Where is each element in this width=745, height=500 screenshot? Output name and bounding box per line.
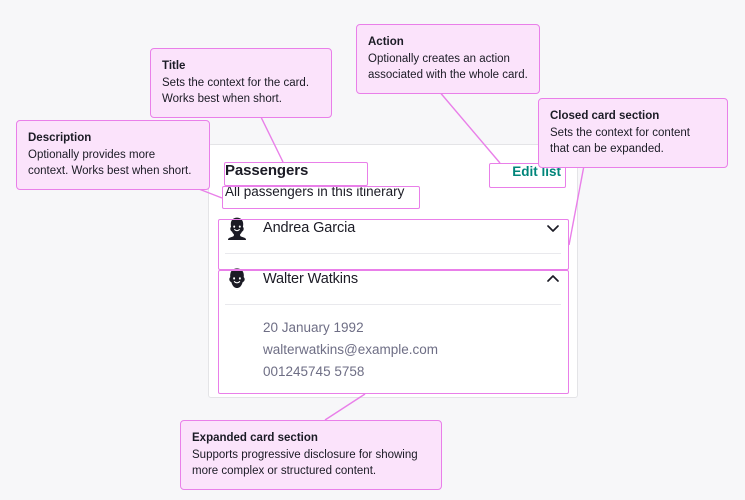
callout-closed-heading: Closed card section [550,110,660,122]
callout-description: Description Optionally provides more con… [16,120,210,190]
card-section-label: Andrea Garcia [263,220,356,236]
callout-action-body: Optionally creates an action associated … [368,53,528,81]
section-divider [225,253,561,254]
callout-expanded-body: Supports progressive disclosure for show… [192,449,418,477]
passengers-card: Passengers All passengers in this itiner… [208,144,578,398]
section-divider [225,304,561,305]
callout-expanded-card-section: Expanded card section Supports progressi… [180,420,442,490]
card-header: Passengers All passengers in this itiner… [209,145,577,203]
callout-action: Action Optionally creates an action asso… [356,24,540,94]
callout-action-heading: Action [368,36,404,48]
card-section-walter-watkins: Walter Watkins 20 January 1992 walterwat… [209,254,577,399]
card-description: All passengers in this itinerary [225,184,405,199]
chevron-down-icon [545,220,561,236]
detail-date-of-birth: 20 January 1992 [263,320,364,335]
avatar-man-icon [225,267,249,291]
callout-closed-card-section: Closed card section Sets the context for… [538,98,728,168]
card-section-header-andrea-garcia[interactable]: Andrea Garcia [209,203,577,253]
card-section-label: Walter Watkins [263,271,359,287]
detail-email: walterwatkins@example.com [263,342,439,357]
chevron-up-icon [545,271,561,287]
callout-title-heading: Title [162,60,186,72]
callout-title-body: Sets the context for the card. Works bes… [162,77,310,105]
card-section-header-walter-watkins[interactable]: Walter Watkins [209,254,577,304]
detail-phone: 001245745 5758 [263,364,365,379]
callout-title: Title Sets the context for the card. Wor… [150,48,332,118]
callout-description-body: Optionally provides more context. Works … [28,149,192,177]
callout-closed-body: Sets the context for content that can be… [550,127,690,155]
card-title: Passengers [225,162,309,179]
card-section-body-walter-watkins: 20 January 1992 walterwatkins@example.co… [209,305,577,399]
avatar-woman-icon [225,216,249,240]
callout-description-heading: Description [28,132,92,144]
card-section-andrea-garcia: Andrea Garcia [209,203,577,254]
callout-expanded-heading: Expanded card section [192,432,318,444]
